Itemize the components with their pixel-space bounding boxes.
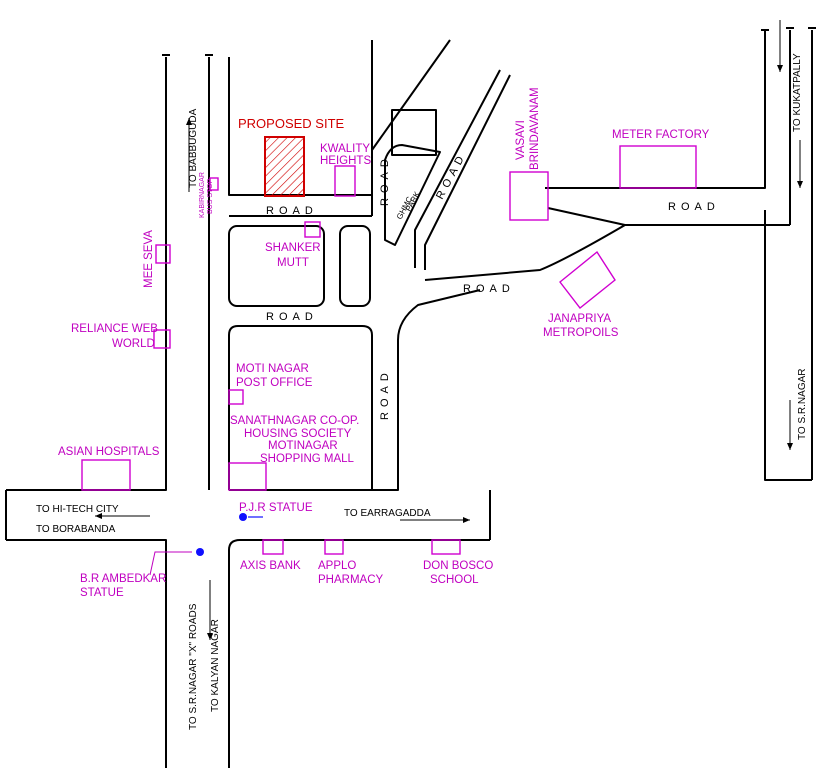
landmark-labels: KWALITY HEIGHTS SHANKER MUTT MEE SEVA RE… [58, 87, 710, 599]
axis-label: AXIS BANK [240, 560, 301, 572]
road-network [5, 27, 816, 768]
road-babbuguda-west-edge [6, 57, 167, 491]
pjr-label: P.J.R STATUE [239, 502, 313, 514]
ambedkar-label-2: STATUE [80, 587, 124, 599]
ambedkar-label-1: B.R AMBEDKAR [80, 573, 166, 585]
road-diagonal-east [424, 74, 511, 270]
landmark-buildings [81, 145, 697, 555]
dir-earragadda: TO EARRAGADDA [344, 508, 431, 519]
moti-post-bld [228, 389, 244, 405]
moti-mall-label-2: SHOPPING MALL [260, 453, 355, 465]
block-shanker-mutt [228, 225, 325, 307]
pjr-statue-dot [239, 513, 247, 521]
sanath-label-1: SANATHNAGAR CO-OP. [230, 415, 359, 427]
road-label-janapriya: ROAD [463, 283, 515, 295]
road-label-mid: ROAD [266, 311, 318, 323]
janapriya-label-2: METROPOILS [543, 327, 619, 339]
road-main-north-east [229, 289, 481, 491]
ambedkar-statue-dot [196, 548, 204, 556]
dir-kalyan: TO KALYAN NAGAR [210, 619, 221, 712]
proposed-site-label: PROPOSED SITE [238, 116, 345, 131]
dir-kukatpally: TO KUKATPALLY [792, 53, 803, 132]
ambedkar-pointer [149, 551, 192, 576]
don-bosco-bld [431, 539, 461, 555]
bus-stop-bld [209, 177, 219, 191]
dir-srnagar-x: TO S.R.NAGAR "X" ROADS [188, 603, 199, 730]
kwality-heights-bld [334, 165, 356, 197]
block-top-right [391, 109, 437, 156]
janapriya-bld [559, 250, 616, 309]
vasavi-bld [509, 171, 549, 221]
applo-pharmacy-bld [324, 539, 344, 555]
bus-stop-label-2: BUS STOP [207, 178, 214, 214]
ghmc-park-triangle [384, 144, 441, 246]
dir-srnagar: TO S.R.NAGAR [797, 369, 808, 441]
moti-post-label-2: POST OFFICE [236, 377, 313, 389]
road-label-east: ROAD [668, 201, 720, 213]
road-diagonal-mid [414, 69, 501, 268]
kwality-label-2: HEIGHTS [320, 155, 371, 167]
sanath-label-2: HOUSING SOCIETY [244, 428, 352, 440]
road-main-south-east [228, 539, 490, 768]
proposed-site-plot [264, 136, 305, 197]
dir-hitech: TO HI-TECH CITY [36, 504, 119, 515]
road-far-east-break [761, 27, 816, 31]
reliance-label-2: WORLD [112, 338, 155, 350]
asian-label: ASIAN HOSPITALS [58, 446, 160, 458]
direction-labels: TO BABBUGUDA TO KUKATPALLY TO S.R.NAGAR … [36, 53, 808, 730]
moti-mall-label-1: MOTINAGAR [268, 440, 338, 452]
meter-label: METER FACTORY [612, 129, 710, 141]
road-janapriya-curve [424, 224, 626, 281]
block-small [339, 225, 371, 307]
applo-label-2: PHARMACY [318, 574, 384, 586]
shanker-mutt-bld [304, 221, 321, 238]
shanker-label-2: MUTT [277, 257, 309, 269]
shanker-label-1: SHANKER [265, 242, 321, 254]
meter-factory-bld [619, 145, 697, 189]
dir-babbuguda: TO BABBUGUDA [188, 108, 199, 188]
road-label-v2: ROAD [379, 368, 391, 420]
donbosco-label-1: DON BOSCO [423, 560, 493, 572]
reliance-bld [153, 329, 171, 349]
janapriya-label-1: JANAPRIYA [548, 313, 611, 325]
mee-seva-bld [155, 244, 171, 264]
applo-label-1: APPLO [318, 560, 356, 572]
dir-borabanda: TO BORABANDA [36, 524, 116, 535]
road-main-south-edge [6, 539, 167, 768]
road-diagonal-west [371, 39, 451, 216]
bus-stop-label-1: KABIRNAGAR [199, 172, 206, 218]
kwality-label-1: KWALITY [320, 143, 370, 155]
road-label-v1: ROAD [379, 154, 391, 206]
direction-arrows [95, 20, 803, 640]
axis-bank-bld [262, 539, 284, 555]
road-kukatpally-north [545, 30, 766, 189]
reliance-label-1: RELIANCE WEB [71, 323, 158, 335]
road-labels: ROAD ROAD ROAD ROAD ROAD ROAD ROAD [266, 150, 720, 420]
vasavi-label-2: BRINDAVANAM [529, 87, 541, 170]
moti-post-label-1: MOTI NAGAR [236, 363, 309, 375]
vasavi-label-1: VASAVI [515, 120, 527, 160]
donbosco-label-2: SCHOOL [430, 574, 479, 586]
road-far-east [764, 30, 813, 481]
road-label-site: ROAD [266, 205, 318, 217]
mee-seva-label: MEE SEVA [143, 230, 155, 288]
moti-mall-bld [228, 462, 267, 491]
block-motinagar [228, 325, 373, 490]
asian-hospitals-bld [81, 459, 131, 491]
